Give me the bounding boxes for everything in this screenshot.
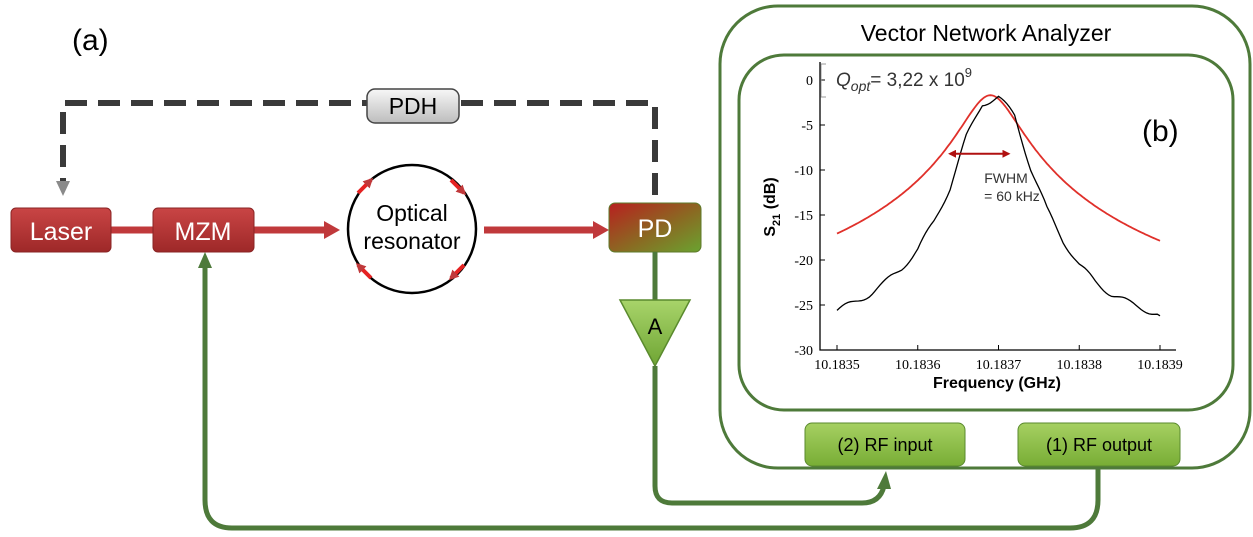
x-tick-label: 10.1838 [1057,358,1103,373]
q-factor-label: Qopt= 3,22 x 109 [836,65,972,94]
resonator-label-line2: resonator [363,228,461,254]
q-factor-symbol: Q [836,70,851,91]
x-tick-label: 10.1836 [895,358,941,373]
q-factor-sub: opt [851,78,872,94]
rf-link-amplifier-rfinput [652,366,887,506]
y-tick-label: -30 [794,344,813,359]
optical-arrow-icon [324,221,340,239]
y-axis-ticks: 0 -5 -10 -15 -20 -25 -30 [794,74,825,359]
x-tick-label: 10.1837 [976,358,1022,373]
rf-output-button[interactable]: (1) RF output [1017,422,1181,467]
pdh-arrow-icon [56,181,70,196]
y-axis-title-main: S [762,226,779,237]
optical-arrow-icon [593,221,609,239]
y-axis-title-unit: (dB) [762,177,779,213]
x-tick-label: 10.1835 [814,358,860,373]
y-tick-label: -5 [801,119,813,134]
y-tick-label: -10 [794,164,813,179]
vna-screen-frame [737,53,1235,412]
laser-box: Laser [10,207,112,253]
pdh-feedback-line [60,100,658,195]
optical-resonator: Optical resonator [346,163,478,295]
rf-output-label: (1) RF output [1046,435,1152,455]
x-tick-label: 10.1839 [1137,358,1183,373]
pd-box: PD [608,202,702,253]
panel-label-b: (b) [1142,115,1179,148]
fwhm-label-line1: FWHM [984,170,1028,186]
q-factor-bracket [820,63,826,98]
laser-label: Laser [30,218,93,246]
fwhm-label-line2: = 60 kHz [984,188,1040,204]
y-axis-title: S21 (dB) [762,177,783,236]
amplifier-triangle: A [618,299,692,368]
x-axis-ticks: 10.1835 10.1836 10.1837 10.1838 10.1839 [814,345,1183,373]
y-tick-label: -15 [794,209,813,224]
pd-label: PD [638,215,673,243]
panel-label-a: (a) [72,24,109,57]
pdh-box: PDH [366,88,460,124]
mzm-box: MZM [152,207,255,253]
q-factor-exponent: 9 [965,65,972,80]
y-tick-label: -20 [794,254,813,269]
fit-curve [836,94,1161,242]
y-axis-title-sub: 21 [771,214,783,226]
y-tick-label: 0 [806,74,813,89]
x-axis-title: Frequency (GHz) [933,375,1061,392]
vna-title: Vector Network Analyzer [861,20,1112,46]
y-tick-label: -25 [794,299,813,314]
measured-trace [836,95,1161,317]
resonator-label-line1: Optical [376,200,448,226]
mzm-label: MZM [175,218,232,246]
svg-text:S21 (dB): S21 (dB) [762,177,783,236]
rf-input-label: (2) RF input [837,435,932,455]
s21-chart: 10.1835 10.1836 10.1837 10.1838 10.1839 0 -5 -… [762,62,1183,392]
amplifier-label: A [648,314,663,339]
pdh-label: PDH [389,93,438,119]
q-factor-value: = 3,22 x 10 [870,70,965,91]
rf-input-button[interactable]: (2) RF input [804,422,966,467]
rf-input-arrow-icon [877,471,891,489]
rf-link-rfoutput-mzm [202,266,1101,531]
mzm-rf-arrow-icon [198,252,212,268]
